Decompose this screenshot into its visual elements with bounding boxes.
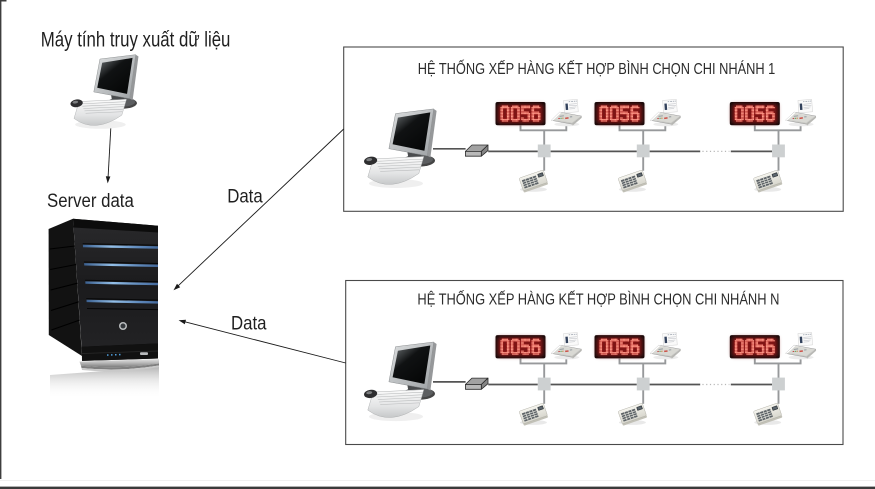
svg-text:Máy tính truy xuất dữ liệu: Máy tính truy xuất dữ liệu — [41, 28, 231, 52]
svg-text:Data: Data — [231, 312, 267, 334]
svg-text:HỆ THỐNG XẾP HÀNG KẾT HỢP BÌNH: HỆ THỐNG XẾP HÀNG KẾT HỢP BÌNH CHỌN CHI … — [418, 58, 776, 78]
svg-text:Data: Data — [227, 185, 263, 207]
svg-text:Server data: Server data — [47, 190, 134, 212]
svg-text:HỆ THỐNG XẾP HÀNG KẾT HỢP BÌNH: HỆ THỐNG XẾP HÀNG KẾT HỢP BÌNH CHỌN CHI … — [417, 288, 779, 308]
